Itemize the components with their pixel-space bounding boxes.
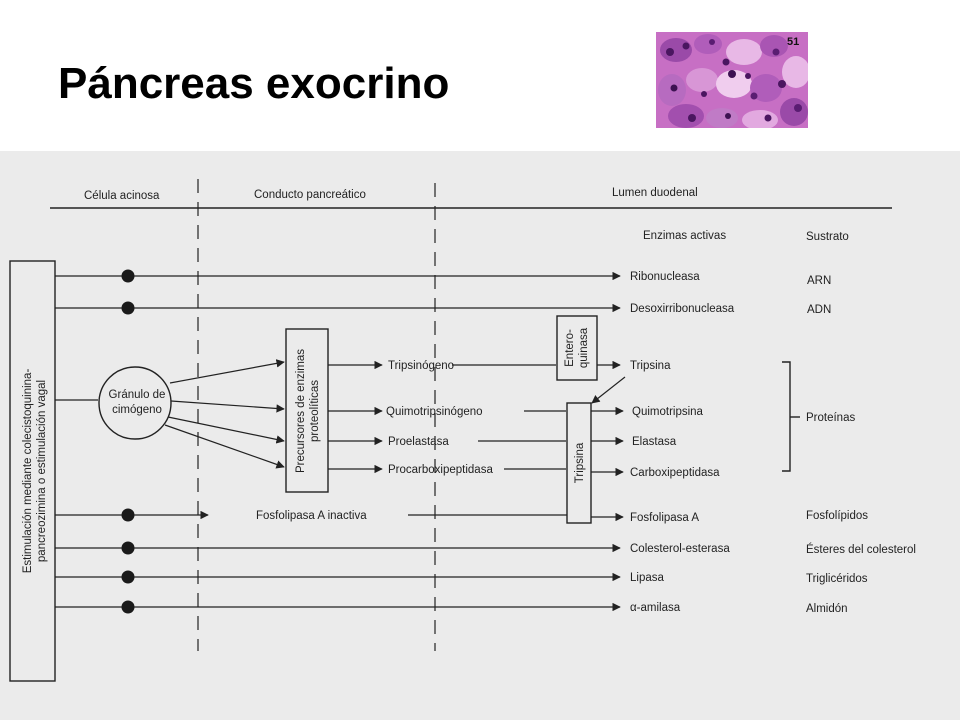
substrate-starch: Almidón — [806, 603, 848, 615]
micrograph-badge: 51 — [787, 36, 799, 48]
enterokinase-box — [556, 315, 598, 381]
enterokinase-label-line1: Entero- — [564, 329, 576, 367]
vesicle-dot — [121, 269, 135, 283]
substrate-triglycerides: Triglicéridos — [806, 573, 868, 585]
zymogen-trypsinogen: Tripsinógeno — [388, 360, 454, 372]
enterokinase-label-line2: quinasa — [578, 327, 590, 368]
enzyme-chymotrypsin: Quimotripsina — [632, 406, 704, 418]
enzyme-carboxypeptidase: Carboxipeptidasa — [630, 467, 720, 479]
column-label-pancreatic-duct: Conducto pancreático — [254, 189, 366, 201]
trypsin-box — [566, 402, 592, 524]
enzyme-elastase: Elastasa — [632, 436, 677, 448]
stimulation-box — [9, 260, 56, 682]
vesicle-dot — [121, 508, 135, 522]
arrow-granule-to-precursors-2 — [170, 400, 285, 413]
proteolytic-precursors-box — [285, 328, 329, 493]
trypsin-box-label: Tripsina — [574, 442, 586, 483]
precursors-label-line1: Precursores de enzimas — [295, 349, 307, 473]
column-label-duodenal-lumen: Lumen duodenal — [612, 187, 698, 199]
enzyme-ribonuclease: Ribonucleasa — [630, 271, 700, 283]
substrate-rna: ARN — [807, 275, 831, 287]
substrate-dna: ADN — [807, 304, 831, 316]
zymogen-proelastase: Proelastasa — [388, 436, 449, 448]
zymogen-procarboxypeptidase: Procarboxipeptidasa — [388, 464, 493, 476]
vesicle-dot — [121, 301, 135, 315]
header-substrate: Sustrato — [806, 231, 849, 243]
substrate-proteins: Proteínas — [806, 412, 855, 424]
slide-title: Páncreas exocrino — [58, 59, 450, 108]
histology-micrograph: 51 — [656, 32, 808, 128]
arrow-granule-to-precursors-3 — [167, 416, 285, 444]
stimulation-label-line2: pancreozimina o estimulación vagal — [36, 380, 48, 562]
substrate-cholesterol-esters: Ésteres del colesterol — [806, 543, 916, 556]
vesicle-dot — [121, 570, 135, 584]
enzyme-amylase: α-amilasa — [630, 602, 681, 614]
zymogen-granule — [98, 366, 172, 440]
enzyme-deoxyribonuclease: Desoxirribonucleasa — [630, 303, 735, 315]
granule-label-line1: Gránulo de — [109, 389, 166, 401]
arrow-trypsin-activation — [591, 376, 626, 404]
stimulation-label-line1: Estimulación mediante colecistoquinina- — [22, 369, 34, 574]
column-label-acinar-cell: Célula acinosa — [84, 190, 160, 202]
micrograph-tissue — [658, 34, 808, 128]
arrow-granule-to-precursors-4 — [164, 424, 285, 469]
inactive-phospholipase-label: Fosfolipasa A inactiva — [256, 510, 367, 522]
protein-bracket — [782, 361, 791, 472]
enzyme-flow-diagram: Célula acinosa Conducto pancreático Lume… — [0, 151, 960, 720]
substrate-phospholipids: Fosfolípidos — [806, 510, 868, 522]
vesicle-dot — [121, 600, 135, 614]
precursors-label-line2: proteolíticas — [309, 380, 321, 442]
enzyme-trypsin: Tripsina — [630, 360, 671, 372]
enzyme-phospholipase-a: Fosfolipasa A — [630, 512, 699, 524]
enzyme-cholesterol-esterase: Colesterol-esterasa — [630, 543, 730, 555]
arrow-granule-to-precursors-1 — [169, 359, 285, 384]
header-active-enzymes: Enzimas activas — [643, 230, 726, 242]
enzyme-lipase: Lipasa — [630, 572, 664, 584]
granule-label-line2: cimógeno — [112, 404, 162, 416]
zymogen-chymotrypsinogen: Quimotripsinógeno — [386, 406, 483, 418]
vesicle-dot — [121, 541, 135, 555]
